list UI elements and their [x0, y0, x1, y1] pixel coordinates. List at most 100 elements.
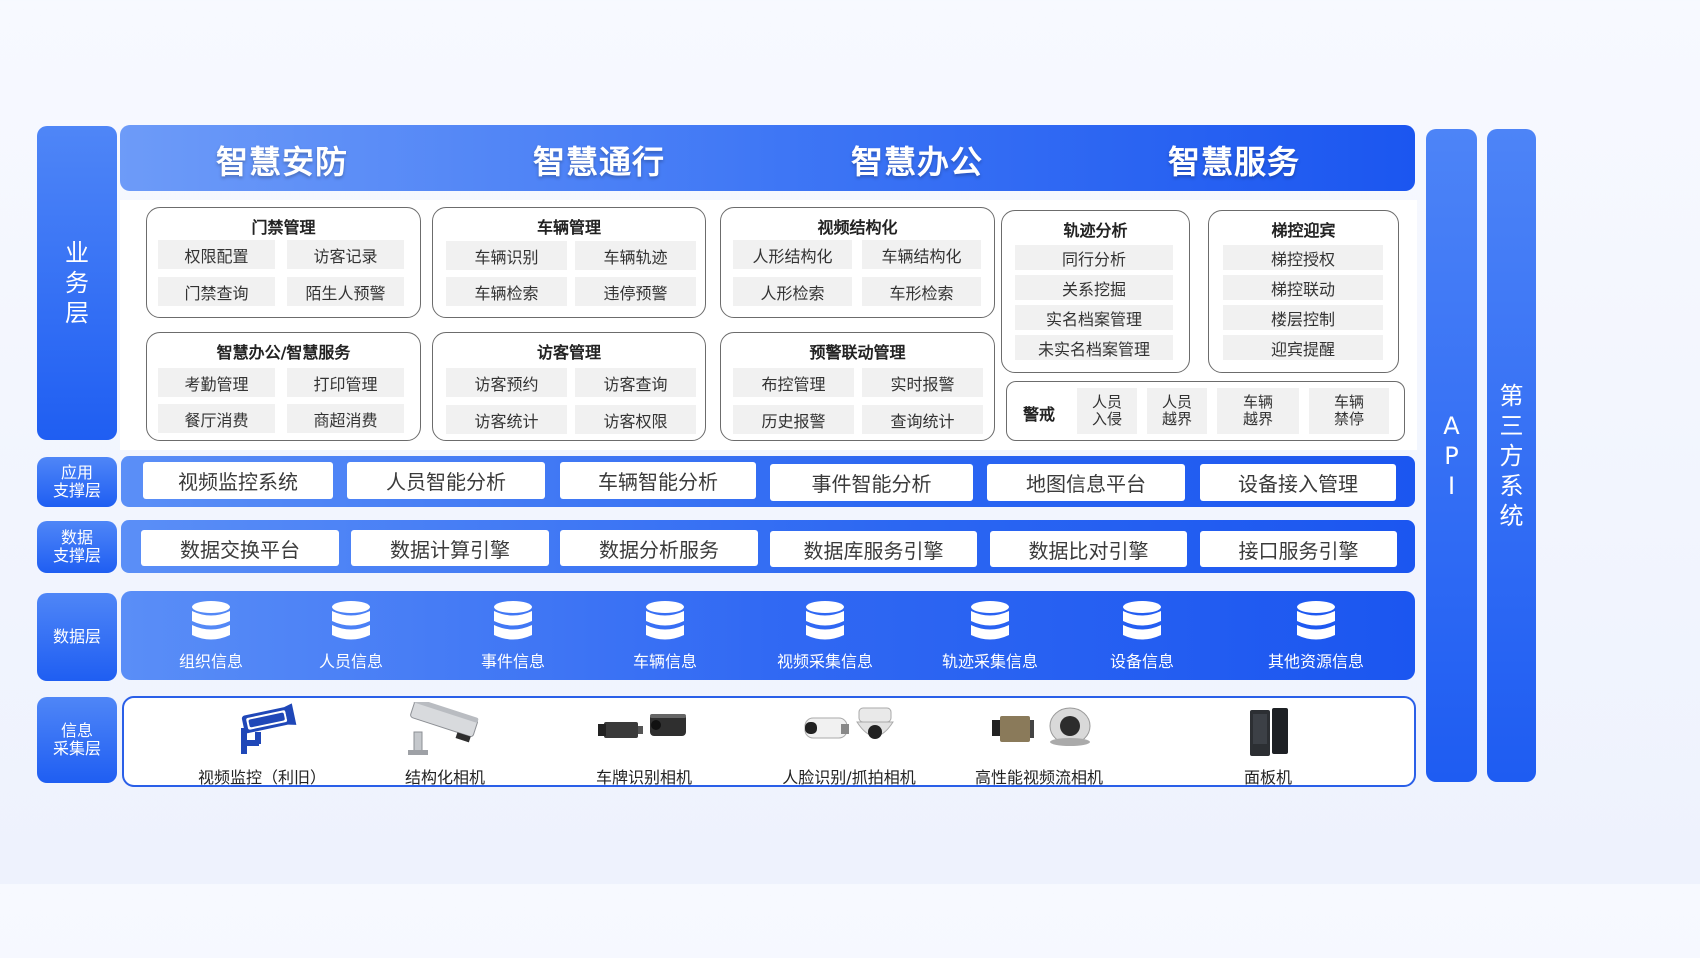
module-title: 视频结构化 — [817, 218, 898, 237]
module-visitor: 访客管理 访客预约 访客查询 访客统计 访客权限 — [432, 332, 706, 441]
banner-title-office: 智慧办公 — [851, 143, 984, 181]
module-item: 访客权限 — [575, 405, 696, 434]
module-item: 楼层控制 — [1223, 305, 1383, 330]
device-label: 面板机 — [1243, 768, 1292, 787]
module-item: 车辆 禁停 — [1309, 388, 1389, 434]
module-elevator: 梯控迎宾 梯控授权 梯控联动 楼层控制 迎宾提醒 — [1208, 210, 1399, 373]
module-item: 未实名档案管理 — [1015, 335, 1173, 360]
module-item: 违停预警 — [575, 277, 696, 306]
device-label: 结构化相机 — [404, 768, 485, 787]
module-title: 门禁管理 — [251, 218, 316, 237]
module-item: 实名档案管理 — [1015, 305, 1173, 330]
data-layer-label: 设备信息 — [1109, 652, 1174, 671]
data-support-item: 数据交换平台 — [141, 530, 339, 566]
module-item: 车辆轨迹 — [575, 241, 696, 270]
device-face-camera: 人脸识别/抓拍相机 — [774, 702, 924, 788]
layer-label-data-support: 数据 支撑层 — [37, 521, 117, 573]
module-item: 陌生人预警 — [287, 277, 404, 306]
module-title: 访客管理 — [536, 343, 601, 362]
module-item: 访客统计 — [446, 405, 567, 434]
data-layer-label: 人员信息 — [318, 652, 383, 671]
database-icon — [806, 601, 844, 640]
database-icon — [1297, 601, 1335, 640]
module-title: 智慧办公/智慧服务 — [216, 343, 351, 362]
module-item: 访客记录 — [287, 240, 404, 269]
app-support-item: 事件智能分析 — [770, 464, 973, 501]
data-layer-item: 轨迹采集信息 — [930, 600, 1050, 672]
structured-camera-icon — [408, 697, 479, 755]
face-camera-icon — [804, 707, 894, 739]
module-alarm-linkage: 预警联动管理 布控管理 实时报警 历史报警 查询统计 — [720, 332, 995, 441]
app-support-item: 地图信息平台 — [987, 464, 1185, 501]
layer-label-business: 业 务 层 — [37, 126, 117, 440]
module-item: 访客查询 — [575, 368, 696, 397]
data-layer-item: 人员信息 — [291, 600, 411, 672]
module-item: 访客预约 — [446, 368, 567, 397]
module-item: 梯控联动 — [1223, 275, 1383, 300]
module-item: 车辆识别 — [446, 241, 567, 270]
device-label: 高性能视频流相机 — [974, 768, 1103, 787]
app-support-item: 车辆智能分析 — [560, 462, 756, 499]
module-item: 车辆结构化 — [862, 240, 981, 269]
layer-label-data: 数据层 — [37, 593, 117, 681]
module-item: 车形检索 — [862, 277, 981, 306]
data-layer-item: 组织信息 — [151, 600, 271, 672]
module-item: 商超消费 — [287, 404, 404, 433]
banner-title-service: 智慧服务 — [1168, 143, 1301, 181]
device-plate-camera: 车牌识别相机 — [584, 702, 704, 788]
data-layer-item: 其他资源信息 — [1256, 600, 1376, 672]
module-vehicle: 车辆管理 车辆识别 车辆轨迹 车辆检索 违停预警 — [432, 207, 706, 318]
device-label: 车牌识别相机 — [595, 768, 692, 787]
plate-camera-icon — [598, 714, 686, 738]
module-item: 查询统计 — [862, 405, 983, 434]
module-item: 车辆检索 — [446, 277, 567, 306]
app-support-bar — [121, 456, 1415, 507]
module-track-analysis: 轨迹分析 同行分析 关系挖掘 实名档案管理 未实名档案管理 — [1001, 210, 1190, 373]
module-item: 打印管理 — [287, 368, 404, 397]
device-label: 人脸识别/抓拍相机 — [782, 768, 916, 787]
data-support-item: 数据比对引擎 — [990, 531, 1187, 567]
module-item: 关系挖掘 — [1015, 275, 1173, 300]
module-item: 人形结构化 — [733, 240, 852, 269]
collect-layer-box: 视频监控（利旧） 结构化相机 车牌识别相机 — [122, 696, 1416, 787]
data-layer-label: 车辆信息 — [632, 652, 697, 671]
data-layer-label: 事件信息 — [480, 652, 545, 671]
database-icon — [192, 601, 230, 640]
cctv-camera-icon — [241, 703, 297, 754]
data-layer-label: 其他资源信息 — [1267, 652, 1364, 671]
module-title: 梯控迎宾 — [1271, 221, 1336, 240]
app-support-item: 人员智能分析 — [347, 462, 545, 499]
banner-title-traffic: 智慧通行 — [533, 143, 666, 181]
app-support-item: 视频监控系统 — [143, 462, 333, 499]
module-video-structuring: 视频结构化 人形结构化 车辆结构化 人形检索 车形检索 — [720, 207, 995, 318]
module-item: 同行分析 — [1015, 245, 1173, 270]
data-layer-label: 视频采集信息 — [776, 652, 873, 671]
data-layer-label: 组织信息 — [178, 652, 243, 671]
data-layer-label: 轨迹采集信息 — [941, 652, 1038, 671]
module-office-service: 智慧办公/智慧服务 考勤管理 打印管理 餐厅消费 商超消费 — [146, 332, 421, 441]
database-icon — [971, 601, 1009, 640]
business-banner: 智慧安防 智慧通行 智慧办公 智慧服务 — [120, 125, 1415, 191]
module-guard: 警戒 人员 入侵 人员 越界 车辆 越界 车辆 禁停 — [1006, 381, 1405, 441]
module-item: 门禁查询 — [158, 277, 275, 306]
device-structured-camera: 结构化相机 — [380, 697, 510, 788]
module-access: 门禁管理 权限配置 访客记录 门禁查询 陌生人预警 — [146, 207, 421, 318]
third-party-bar: 第 三 方 系 统 — [1487, 129, 1536, 782]
device-hp-camera: 高性能视频流相机 — [969, 702, 1109, 788]
module-title: 车辆管理 — [536, 218, 601, 237]
database-icon — [646, 601, 684, 640]
database-icon — [494, 601, 532, 640]
module-item: 布控管理 — [733, 368, 854, 397]
module-item: 人员 入侵 — [1077, 388, 1137, 434]
data-layer-item: 车辆信息 — [605, 600, 725, 672]
layer-label-collect: 信息 采集层 — [37, 697, 117, 783]
module-item: 迎宾提醒 — [1223, 335, 1383, 360]
module-item: 车辆 越界 — [1217, 388, 1299, 434]
device-label: 视频监控（利旧） — [197, 768, 326, 787]
data-support-item: 数据分析服务 — [560, 530, 758, 566]
module-item: 梯控授权 — [1223, 245, 1383, 270]
device-panel: 面板机 — [1218, 702, 1318, 788]
data-layer-item: 事件信息 — [453, 600, 573, 672]
module-item: 权限配置 — [158, 240, 275, 269]
module-title: 警戒 — [1023, 405, 1056, 424]
